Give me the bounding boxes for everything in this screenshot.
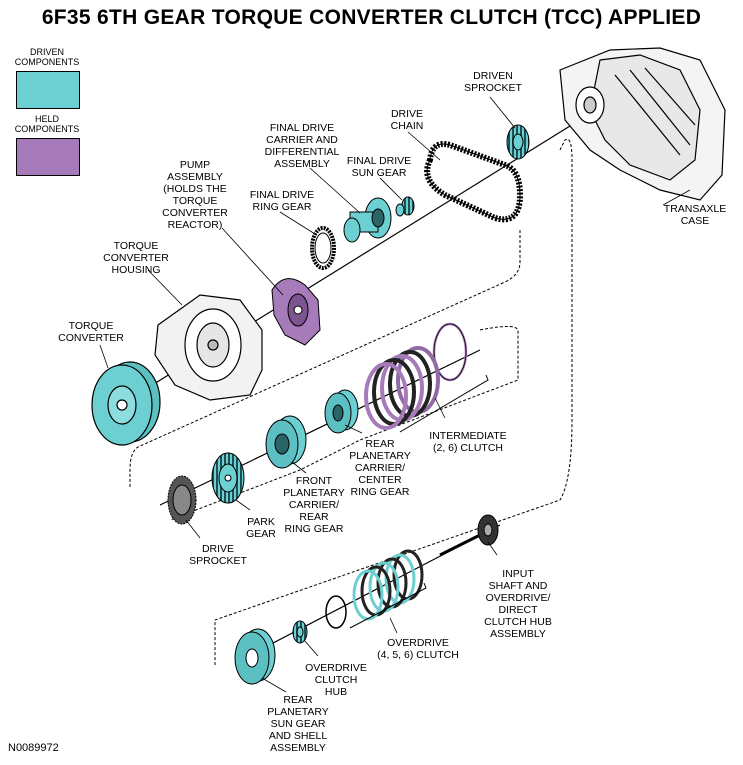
label-pump-assembly: PUMP ASSEMBLY (HOLDS THE TORQUE CONVERTE… [162, 159, 228, 231]
driven-sprocket-part [506, 124, 530, 160]
drive-chain-part [424, 141, 524, 223]
clutch-brackets [349, 374, 489, 629]
guide-lines [129, 138, 573, 665]
label-overdrive-clutch: OVERDRIVE (4, 5, 6) CLUTCH [377, 637, 459, 661]
drive-sprocket-part [167, 475, 197, 525]
label-torque-converter-housing: TORQUE CONVERTER HOUSING [103, 240, 169, 276]
label-final-drive-ring-gear: FINAL DRIVE RING GEAR [249, 189, 315, 213]
label-torque-converter: TORQUE CONVERTER [58, 320, 124, 344]
final-drive-ring-gear-part [310, 226, 336, 270]
label-driven-sprocket: DRIVEN SPROCKET [464, 70, 522, 94]
label-final-drive-carrier: FINAL DRIVE CARRIER AND DIFFERENTIAL ASS… [264, 122, 340, 170]
guide-line-right [214, 138, 573, 665]
rear-planetary-carrier-part [324, 389, 359, 434]
label-intermediate-clutch: INTERMEDIATE (2, 6) CLUTCH [429, 430, 507, 454]
label-front-planetary-carrier: FRONT PLANETARY CARRIER/ REAR RING GEAR [283, 475, 345, 535]
label-final-drive-sun-gear: FINAL DRIVE SUN GEAR [346, 155, 412, 179]
guide-line-middle-loop [169, 326, 519, 521]
pump-assembly-part [271, 278, 321, 346]
diagram-title: 6F35 6TH GEAR TORQUE CONVERTER CLUTCH (T… [41, 6, 702, 29]
label-rear-planetary-sun-gear: REAR PLANETARY SUN GEAR AND SHELL ASSEMB… [267, 694, 329, 754]
guide-line-upper-loop [129, 230, 521, 488]
figure-code: N0089972 [8, 742, 59, 754]
final-drive-sun-gear-part [395, 196, 415, 217]
rear-planetary-sun-gear-part [234, 628, 276, 685]
legend-driven-label: DRIVEN COMPONENTS [14, 47, 80, 67]
leader-lines [99, 96, 691, 693]
label-park-gear: PARK GEAR [246, 516, 276, 540]
label-input-shaft: INPUT SHAFT AND OVERDRIVE/ DIRECT CLUTCH… [484, 568, 552, 640]
legend-driven-swatch [16, 71, 80, 109]
torque-converter-part [91, 361, 161, 446]
input-shaft-part [439, 514, 499, 557]
overdrive-clutch-part [325, 549, 424, 629]
torque-converter-housing-part [154, 294, 263, 401]
label-rear-planetary-carrier: REAR PLANETARY CARRIER/ CENTER RING GEAR [349, 438, 411, 498]
overdrive-clutch-hub-part [292, 620, 308, 644]
transaxle-case [559, 47, 726, 201]
legend-held-swatch [16, 138, 80, 176]
label-overdrive-clutch-hub: OVERDRIVE CLUTCH HUB [305, 662, 367, 698]
label-drive-chain: DRIVE CHAIN [390, 108, 424, 132]
label-transaxle-case: TRANSAXLE CASE [663, 203, 727, 227]
label-drive-sprocket: DRIVE SPROCKET [189, 543, 247, 567]
legend-held-label: HELD COMPONENTS [14, 114, 80, 134]
front-planetary-carrier-part [265, 415, 307, 469]
final-drive-carrier-part [343, 197, 392, 243]
park-gear-part [211, 452, 245, 504]
intermediate-clutch-part [364, 322, 468, 430]
